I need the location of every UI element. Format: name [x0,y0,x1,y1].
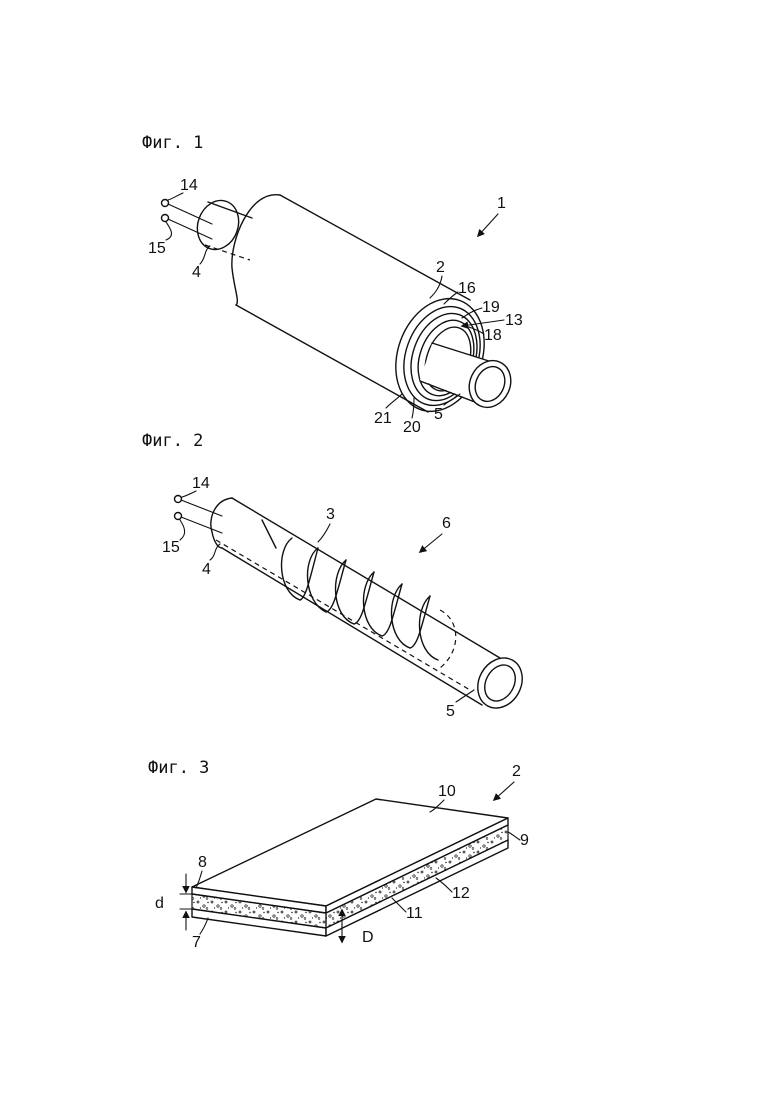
label-5: 5 [434,406,443,423]
helical-heater [282,538,438,660]
label-21: 21 [374,410,392,427]
wire-leads [162,200,213,240]
label-14: 14 [180,177,198,194]
wire-leads [175,496,223,534]
label-19: 19 [482,299,500,316]
label-d: d [155,895,164,912]
inner-pipe-right [420,343,518,414]
figure-2-labels: 14 15 4 3 6 5 [162,475,474,720]
label-6: 6 [442,515,451,532]
label-13: 13 [505,312,523,329]
pipe-body [211,498,531,716]
label-2: 2 [512,763,521,780]
label-1: 1 [497,195,506,212]
figure-2: Фиг. 2 [142,431,531,720]
label-18: 18 [484,327,502,344]
label-12: 12 [452,885,470,902]
figure-3: Фиг. 3 2 10 9 [148,758,529,951]
figure-1: Фиг. 1 [142,133,523,436]
label-D: D [362,929,374,946]
label-9: 9 [520,832,529,849]
label-3: 3 [326,506,335,523]
label-4: 4 [192,264,201,281]
label-4: 4 [202,561,211,578]
label-15: 15 [148,240,166,257]
label-2: 2 [436,259,445,276]
laminated-panel [192,799,508,936]
label-20: 20 [403,419,421,436]
label-5: 5 [446,703,455,720]
label-10: 10 [438,783,456,800]
label-11: 11 [406,905,423,922]
figure-1-title: Фиг. 1 [142,133,203,153]
label-15: 15 [162,539,180,556]
inner-pipe-left-end [191,195,252,260]
label-7: 7 [192,934,201,951]
label-14: 14 [192,475,210,492]
label-16: 16 [458,280,476,297]
figure-2-title: Фиг. 2 [142,431,203,451]
figure-3-title: Фиг. 3 [148,758,209,778]
label-8: 8 [198,854,207,871]
